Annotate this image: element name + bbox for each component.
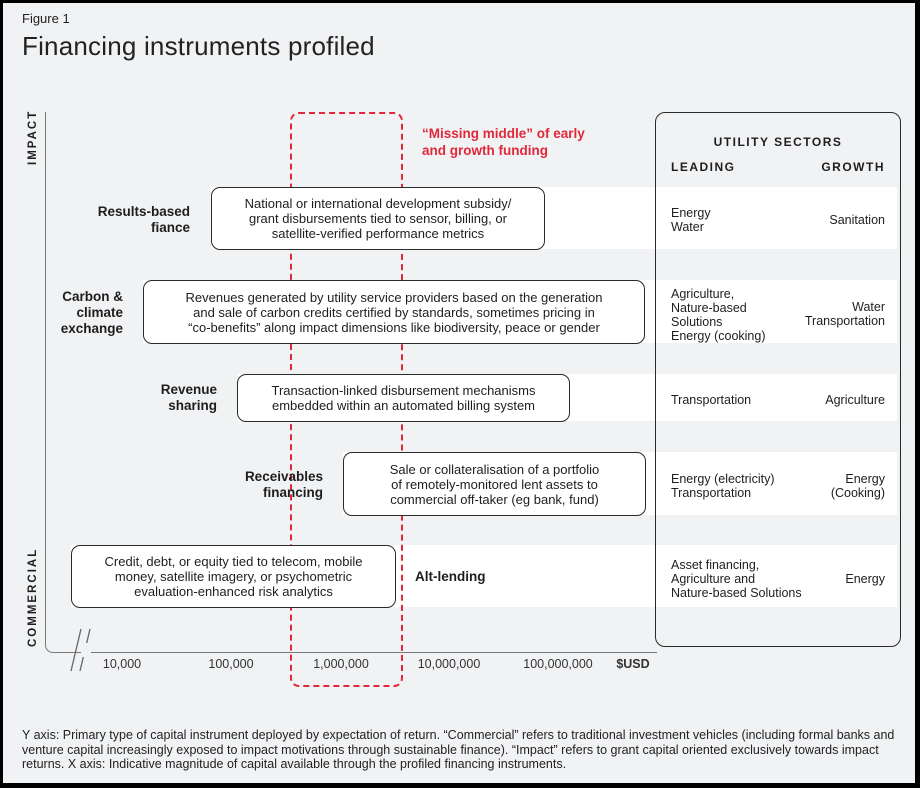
missing-middle-line: “Missing middle” of early: [422, 126, 585, 141]
missing-middle-label: “Missing middle” of early and growth fun…: [422, 125, 585, 159]
label-line: exchange: [60, 321, 123, 336]
growth-cell: Energy(Cooking): [831, 472, 885, 500]
label-line: fiance: [150, 220, 190, 235]
label-line: sharing: [168, 398, 217, 413]
figure-note: Y axis: Primary type of capital instrume…: [22, 728, 895, 771]
label-line: Revenue: [160, 382, 217, 397]
carbon-climate-exchange-box: Revenues generated by utility service pr…: [143, 280, 645, 344]
label-line: climate: [76, 305, 123, 320]
desc-line: grant disbursements tied to sensor, bill…: [249, 211, 507, 226]
growth-cell: Agriculture: [825, 393, 885, 407]
cell-line: Agriculture: [825, 393, 885, 407]
row-label-alt-lending: Alt-lending: [415, 569, 486, 584]
cell-line: Energy (cooking): [671, 329, 766, 343]
growth-cell: Energy: [845, 572, 885, 586]
desc-line: Revenues generated by utility service pr…: [185, 289, 603, 305]
cell-line: Nature-based: [671, 301, 747, 315]
desc-line: of remotely-monitored lent assets to: [391, 476, 598, 492]
alt-lending-box: Credit, debt, or equity tied to telecom,…: [71, 545, 396, 608]
cell-line: Water: [671, 220, 704, 234]
cell-line: Asset financing,: [671, 558, 760, 572]
desc-line: satellite-verified performance metrics: [271, 226, 485, 241]
label-line: Results-based: [97, 204, 190, 219]
desc-line: money, satellite imagery, or psychometri…: [114, 569, 353, 584]
desc-line: Credit, debt, or equity tied to telecom,…: [104, 554, 363, 569]
desc-line: National or international development su…: [244, 196, 512, 211]
cell-line: (Cooking): [830, 486, 885, 500]
figure: Figure 1 Financing instruments profiled …: [3, 3, 915, 783]
axis-gap: [81, 643, 91, 657]
desc-line: embedded within an automated billing sys…: [271, 398, 536, 413]
y-axis-top-label: IMPACT: [27, 109, 39, 165]
x-tick: 100,000: [208, 657, 254, 671]
desc-line: and sale of carbon credits certified by …: [193, 304, 595, 320]
label-line: Receivables: [244, 469, 323, 484]
cell-line: Energy: [845, 572, 885, 586]
cell-line: Sanitation: [829, 213, 885, 227]
receivables-financing-box: Sale or collateralisation of a portfolio…: [343, 452, 646, 516]
x-tick: 10,000,000: [417, 657, 481, 671]
cell-line: Transportation: [671, 486, 752, 500]
cell-line: Energy (electricity): [671, 472, 775, 486]
cell-line: Energy: [845, 472, 885, 486]
figure-label: Figure 1: [22, 11, 70, 26]
axes: [45, 112, 657, 653]
desc-line: evaluation-enhanced risk analytics: [134, 584, 333, 599]
cell-line: Water: [852, 300, 885, 314]
results-based-finance-box: National or international development su…: [211, 187, 545, 250]
desc-line: Sale or collateralisation of a portfolio: [389, 461, 600, 477]
cell-line: Energy: [671, 206, 711, 220]
growth-header: GROWTH: [821, 160, 885, 174]
leading-cell: Transportation: [671, 393, 751, 407]
cell-line: Transportation: [804, 314, 885, 328]
cell-line: Agriculture,: [671, 287, 735, 301]
utility-sectors-panel: [655, 112, 901, 647]
desc-line: commercial off-taker (eg bank, fund): [390, 491, 599, 507]
label-line: Carbon &: [62, 289, 123, 304]
cell-line: Transportation: [671, 393, 752, 407]
desc-line: “co-benefits” along impact dimensions li…: [188, 319, 600, 335]
x-tick: 1,000,000: [313, 657, 369, 671]
missing-middle-line: and growth funding: [422, 143, 548, 158]
cell-line: Agriculture and: [671, 572, 756, 586]
leading-cell: Energy (electricity)Transportation: [671, 472, 775, 500]
x-tick: 100,000,000: [523, 657, 593, 671]
revenue-sharing-box: Transaction-linked disbursement mechanis…: [237, 374, 570, 422]
desc-line: Transaction-linked disbursement mechanis…: [271, 383, 536, 398]
x-tick: 10,000: [102, 657, 142, 671]
label-line: financing: [263, 485, 323, 500]
x-axis-unit: $USD: [616, 657, 650, 671]
cell-line: Solutions: [671, 315, 723, 329]
utility-sectors-title: UTILITY SECTORS: [713, 135, 843, 149]
growth-cell: Sanitation: [829, 213, 885, 227]
cell-line: Nature-based Solutions: [671, 586, 802, 600]
y-axis-bottom-label: COMMERCIAL: [27, 547, 39, 647]
leading-header: LEADING: [671, 160, 736, 174]
figure-title: Financing instruments profiled: [22, 31, 375, 61]
